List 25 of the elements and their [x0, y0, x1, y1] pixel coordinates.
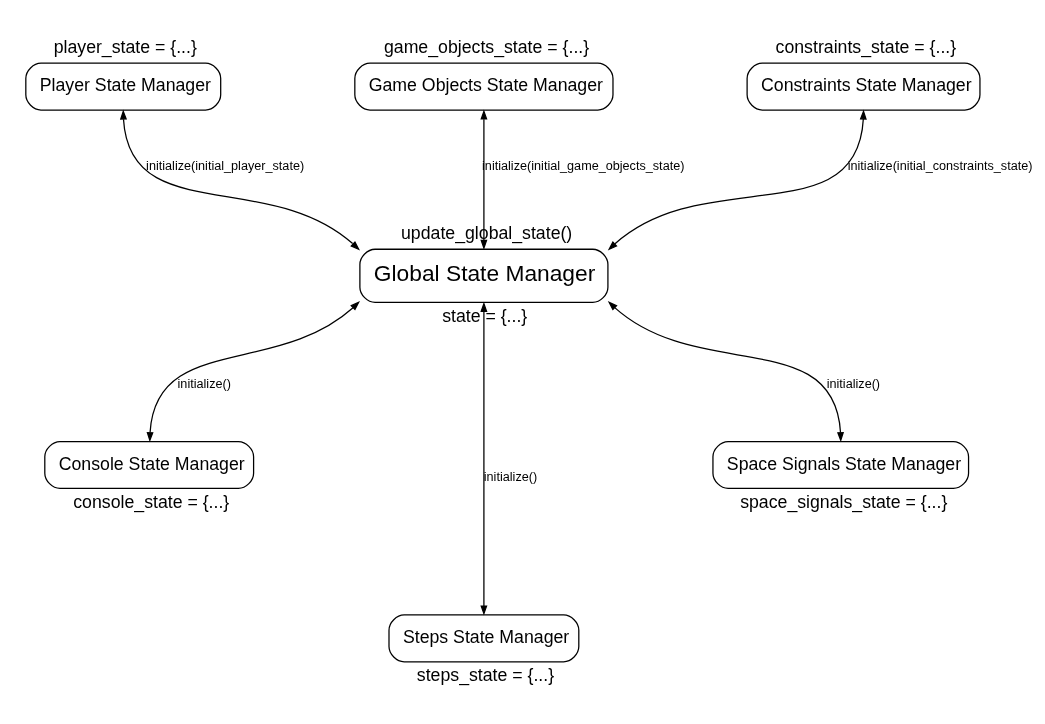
arrow	[119, 108, 361, 251]
node-label: space_signals_state = {...}	[740, 491, 948, 512]
edge-label: initialize()	[826, 376, 881, 391]
node-box: Player State Manager	[25, 62, 222, 111]
node-label: state = {...}	[442, 305, 528, 326]
arrow	[480, 108, 488, 250]
arrow	[146, 300, 361, 442]
node-box: Steps State Manager	[388, 613, 580, 662]
node-label: steps_state = {...}	[416, 664, 555, 685]
node-label: constraints_state = {...}	[775, 36, 957, 57]
node-label: console_state = {...}	[73, 491, 230, 512]
node-box: Game Objects State Manager	[354, 62, 614, 111]
node-label: game_objects_state = {...}	[383, 36, 590, 57]
node-box: Console State Manager	[44, 440, 255, 489]
arrow	[607, 108, 867, 251]
edge-label: initialize()	[177, 376, 231, 391]
node-label: player_state = {...}	[53, 36, 197, 57]
node-box: Constraints State Manager	[746, 62, 981, 111]
edge-label: initialize()	[483, 469, 538, 484]
node-box: Global State Manager	[359, 248, 609, 303]
node-box: Space Signals State Manager	[712, 440, 970, 489]
edge-label: initialize(initial_player_state)	[146, 158, 305, 173]
edge-label: initialize(initial_constraints_state)	[847, 158, 1033, 173]
arrow	[607, 300, 845, 442]
arrow	[480, 301, 488, 616]
